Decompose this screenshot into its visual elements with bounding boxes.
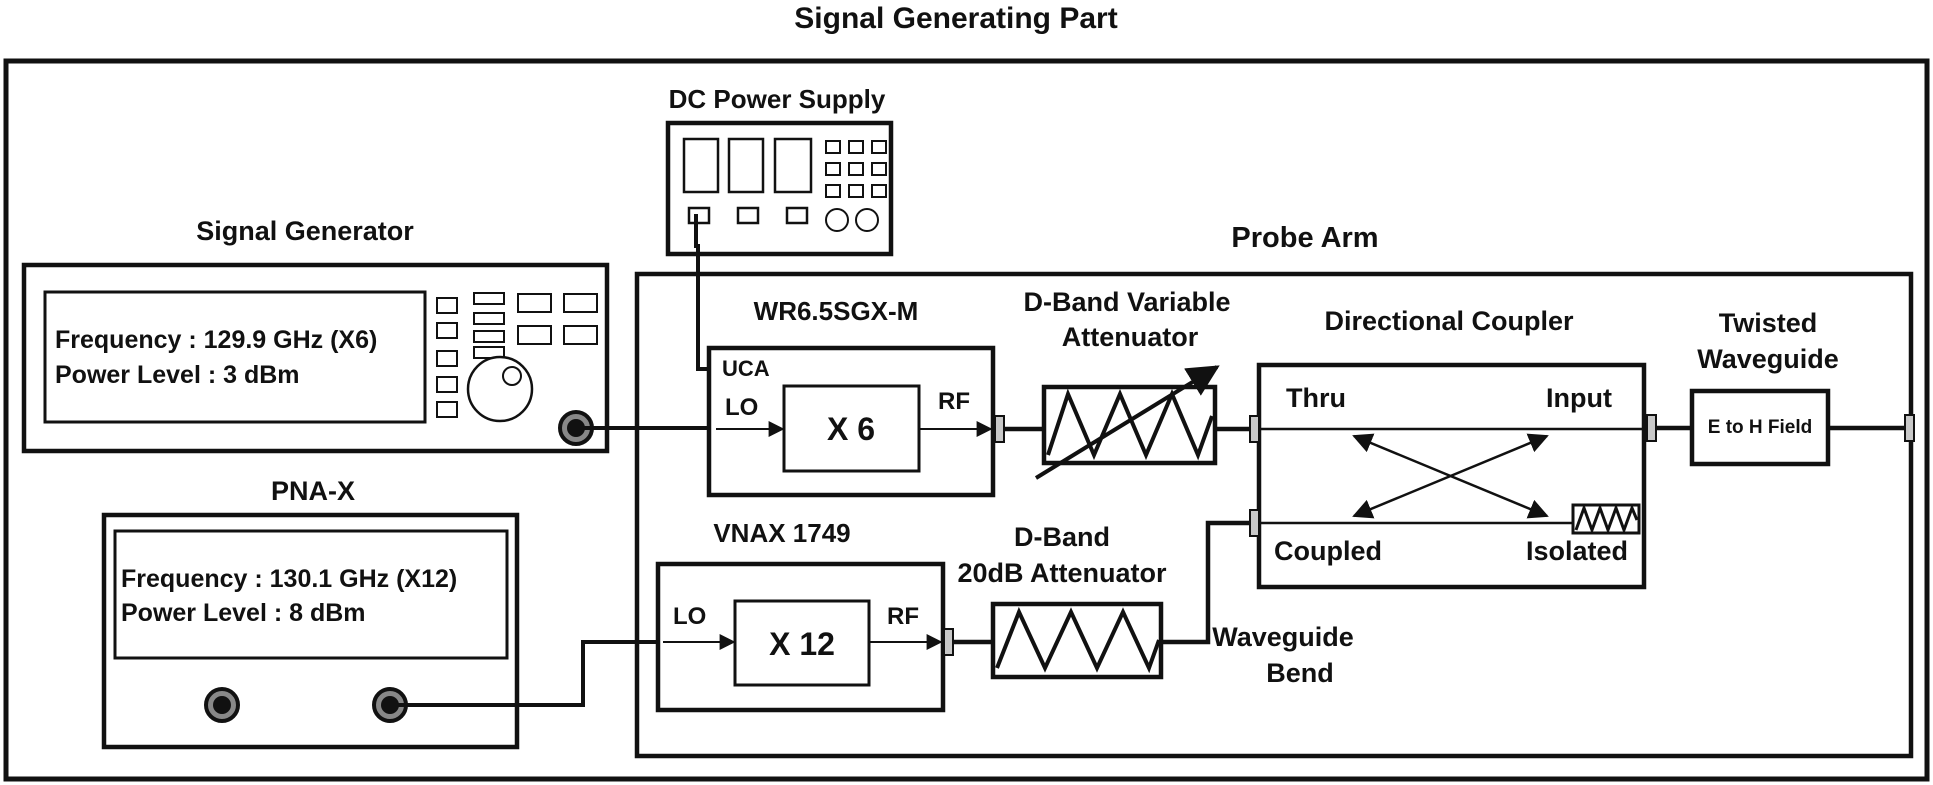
wr65-multiplier-label: X 6 <box>827 411 875 447</box>
dc-bias-cable <box>694 214 709 371</box>
pna-x-label: PNA-X <box>271 476 355 506</box>
vnax-label: VNAX 1749 <box>713 518 850 548</box>
coupler-coupled-label: Coupled <box>1274 536 1382 566</box>
vnax-lo-label: LO <box>673 603 706 630</box>
vnax-module: LO RF X 12 <box>655 561 946 713</box>
signal-generator: Frequency : 129.9 GHz (X6) Power Level :… <box>21 262 610 454</box>
signal-generator-frequency: Frequency : 129.9 GHz (X6) <box>55 326 377 354</box>
lo-cable-vnax <box>390 640 658 707</box>
flange-coupler-coupled <box>1249 509 1260 537</box>
vnax-multiplier-label: X 12 <box>769 626 835 662</box>
variable-attenuator <box>1034 365 1220 480</box>
variable-attenuator-arrow <box>1034 365 1220 480</box>
fixed-attenuator <box>990 601 1164 680</box>
flange-vnax-rf <box>943 628 954 656</box>
flange-probe-output <box>1904 414 1915 442</box>
variable-attenuator-label-2: Attenuator <box>1062 322 1199 352</box>
coupler-isolated-label: Isolated <box>1526 536 1628 566</box>
wr65-rf-label: RF <box>938 388 970 415</box>
flange-coupler-input <box>1646 414 1657 442</box>
flange-wr65-rf <box>994 415 1005 443</box>
signal-generator-knob <box>466 355 534 423</box>
signal-generator-keypad <box>436 292 598 418</box>
signal-generating-frame <box>3 58 1930 782</box>
dc-power-supply <box>665 120 894 257</box>
twisted-waveguide: E to H Field <box>1689 388 1831 467</box>
variable-attenuator-label-1: D-Band Variable <box>1023 287 1230 317</box>
dc-power-supply-label: DC Power Supply <box>669 84 886 114</box>
coupler-thru-label: Thru <box>1286 383 1346 413</box>
probe-arm-frame <box>634 271 1914 759</box>
wr65-label: WR6.5SGX-M <box>754 296 919 326</box>
waveguide-flanges <box>943 414 1915 656</box>
signal-generator-knob-marker <box>502 366 522 386</box>
signal-generator-power: Power Level : 3 dBm <box>55 361 300 389</box>
twisted-waveguide-label-1: Twisted <box>1719 308 1818 338</box>
wr65-module: UCA LO RF X 6 <box>706 345 996 498</box>
wr65-lo-label: LO <box>725 394 758 421</box>
directional-coupler-label: Directional Coupler <box>1324 306 1574 336</box>
probe-arm-label: Probe Arm <box>1231 222 1378 254</box>
vnax-multiplier-box <box>733 599 871 687</box>
twisted-waveguide-inner-label: E to H Field <box>1708 417 1813 438</box>
fixed-attenuator-label-1: D-Band <box>1014 522 1110 552</box>
pna-x: Frequency : 130.1 GHz (X12) Power Level … <box>101 512 520 750</box>
fixed-attenuator-label-2: 20dB Attenuator <box>957 558 1167 588</box>
pna-x-frequency: Frequency : 130.1 GHz (X12) <box>121 565 457 593</box>
signal-generator-label: Signal Generator <box>196 216 414 246</box>
waveguide-bend-label-1: Waveguide <box>1212 622 1354 652</box>
waveguide-bend <box>1161 520 1255 645</box>
wr65-uca-label: UCA <box>722 356 770 381</box>
isolated-termination <box>1571 503 1641 535</box>
signal-generator-display <box>43 290 427 424</box>
coupler-input-label: Input <box>1546 383 1612 413</box>
pna-x-power: Power Level : 8 dBm <box>121 599 366 627</box>
flange-coupler-thru <box>1249 415 1260 443</box>
page-title: Signal Generating Part <box>794 2 1117 35</box>
vnax-rf-label: RF <box>887 603 919 630</box>
directional-coupler: Thru Input Coupled Isolated <box>1256 362 1647 590</box>
twisted-waveguide-label-2: Waveguide <box>1697 344 1839 374</box>
waveguide-bend-label-2: Bend <box>1266 658 1334 688</box>
pna-x-display <box>113 529 509 660</box>
